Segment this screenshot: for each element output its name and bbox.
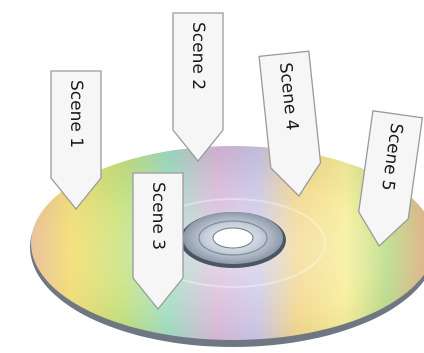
scene-tag-3: Scene 3: [132, 172, 184, 311]
pointer-shape: [172, 12, 224, 163]
scene-tag-4: Scene 4: [258, 50, 325, 200]
scene-tag-1: Scene 1: [50, 70, 102, 211]
pointer-shape: [358, 110, 424, 248]
center-hole: [212, 227, 254, 249]
scene-tag-5: Scene 5: [353, 110, 424, 251]
hub-inner-ring: [198, 220, 268, 256]
scene-tag-2: Scene 2: [172, 12, 224, 163]
pointer-shape: [258, 50, 322, 198]
scene-label: Scene 2: [188, 22, 208, 91]
scene-label: Scene 1: [66, 80, 86, 149]
pointer-shape: [50, 70, 102, 211]
scene-label: Scene 3: [148, 182, 168, 251]
pointer-shape: [132, 172, 184, 311]
